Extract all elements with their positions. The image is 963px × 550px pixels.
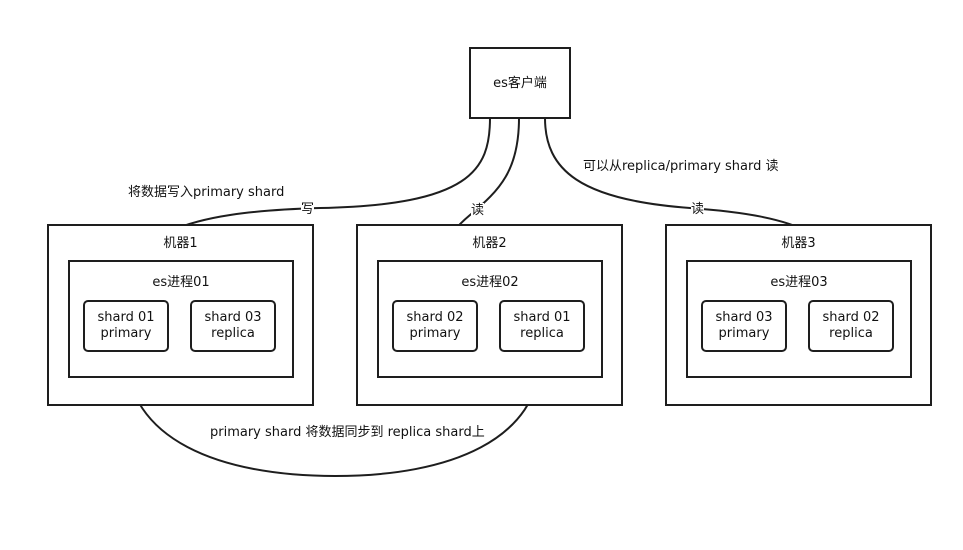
sync-description: primary shard 将数据同步到 replica shard上 bbox=[210, 425, 485, 440]
read-label-machine2: 读 bbox=[471, 203, 485, 218]
es-client-label: es客户端 bbox=[493, 76, 547, 91]
shard-name: shard 01 bbox=[97, 310, 155, 325]
shard-role: primary bbox=[409, 326, 461, 341]
sync-arrow bbox=[125, 351, 550, 478]
machine-1-shard-01-primary: shard 01 primary bbox=[83, 300, 169, 352]
machine-1-shard-03-replica: shard 03 replica bbox=[190, 300, 276, 352]
machine-3-label: 机器3 bbox=[781, 236, 816, 251]
read-label-machine3: 读 bbox=[691, 202, 705, 217]
shard-name: shard 02 bbox=[406, 310, 464, 325]
process-2-label: es进程02 bbox=[461, 275, 519, 290]
shard-name: shard 01 bbox=[513, 310, 571, 325]
machine-3-shard-02-replica: shard 02 replica bbox=[808, 300, 894, 352]
read-description: 可以从replica/primary shard 读 bbox=[583, 159, 779, 174]
process-3-label: es进程03 bbox=[770, 275, 828, 290]
shard-role: primary bbox=[100, 326, 152, 341]
write-label: 写 bbox=[301, 202, 315, 217]
process-1-label: es进程01 bbox=[152, 275, 210, 290]
machine-2-shard-01-replica: shard 01 replica bbox=[499, 300, 585, 352]
write-description: 将数据写入primary shard bbox=[128, 185, 285, 200]
shard-name: shard 03 bbox=[715, 310, 773, 325]
shard-role: replica bbox=[520, 326, 564, 341]
machine-3-shard-03-primary: shard 03 primary bbox=[701, 300, 787, 352]
shard-role: replica bbox=[211, 326, 255, 341]
shard-role: replica bbox=[829, 326, 873, 341]
shard-role: primary bbox=[718, 326, 770, 341]
shard-name: shard 02 bbox=[822, 310, 880, 325]
es-client-box: es客户端 bbox=[469, 47, 571, 119]
machine-2-label: 机器2 bbox=[472, 236, 507, 251]
shard-name: shard 03 bbox=[204, 310, 262, 325]
machine-2-shard-02-primary: shard 02 primary bbox=[392, 300, 478, 352]
machine-1-label: 机器1 bbox=[163, 236, 198, 251]
